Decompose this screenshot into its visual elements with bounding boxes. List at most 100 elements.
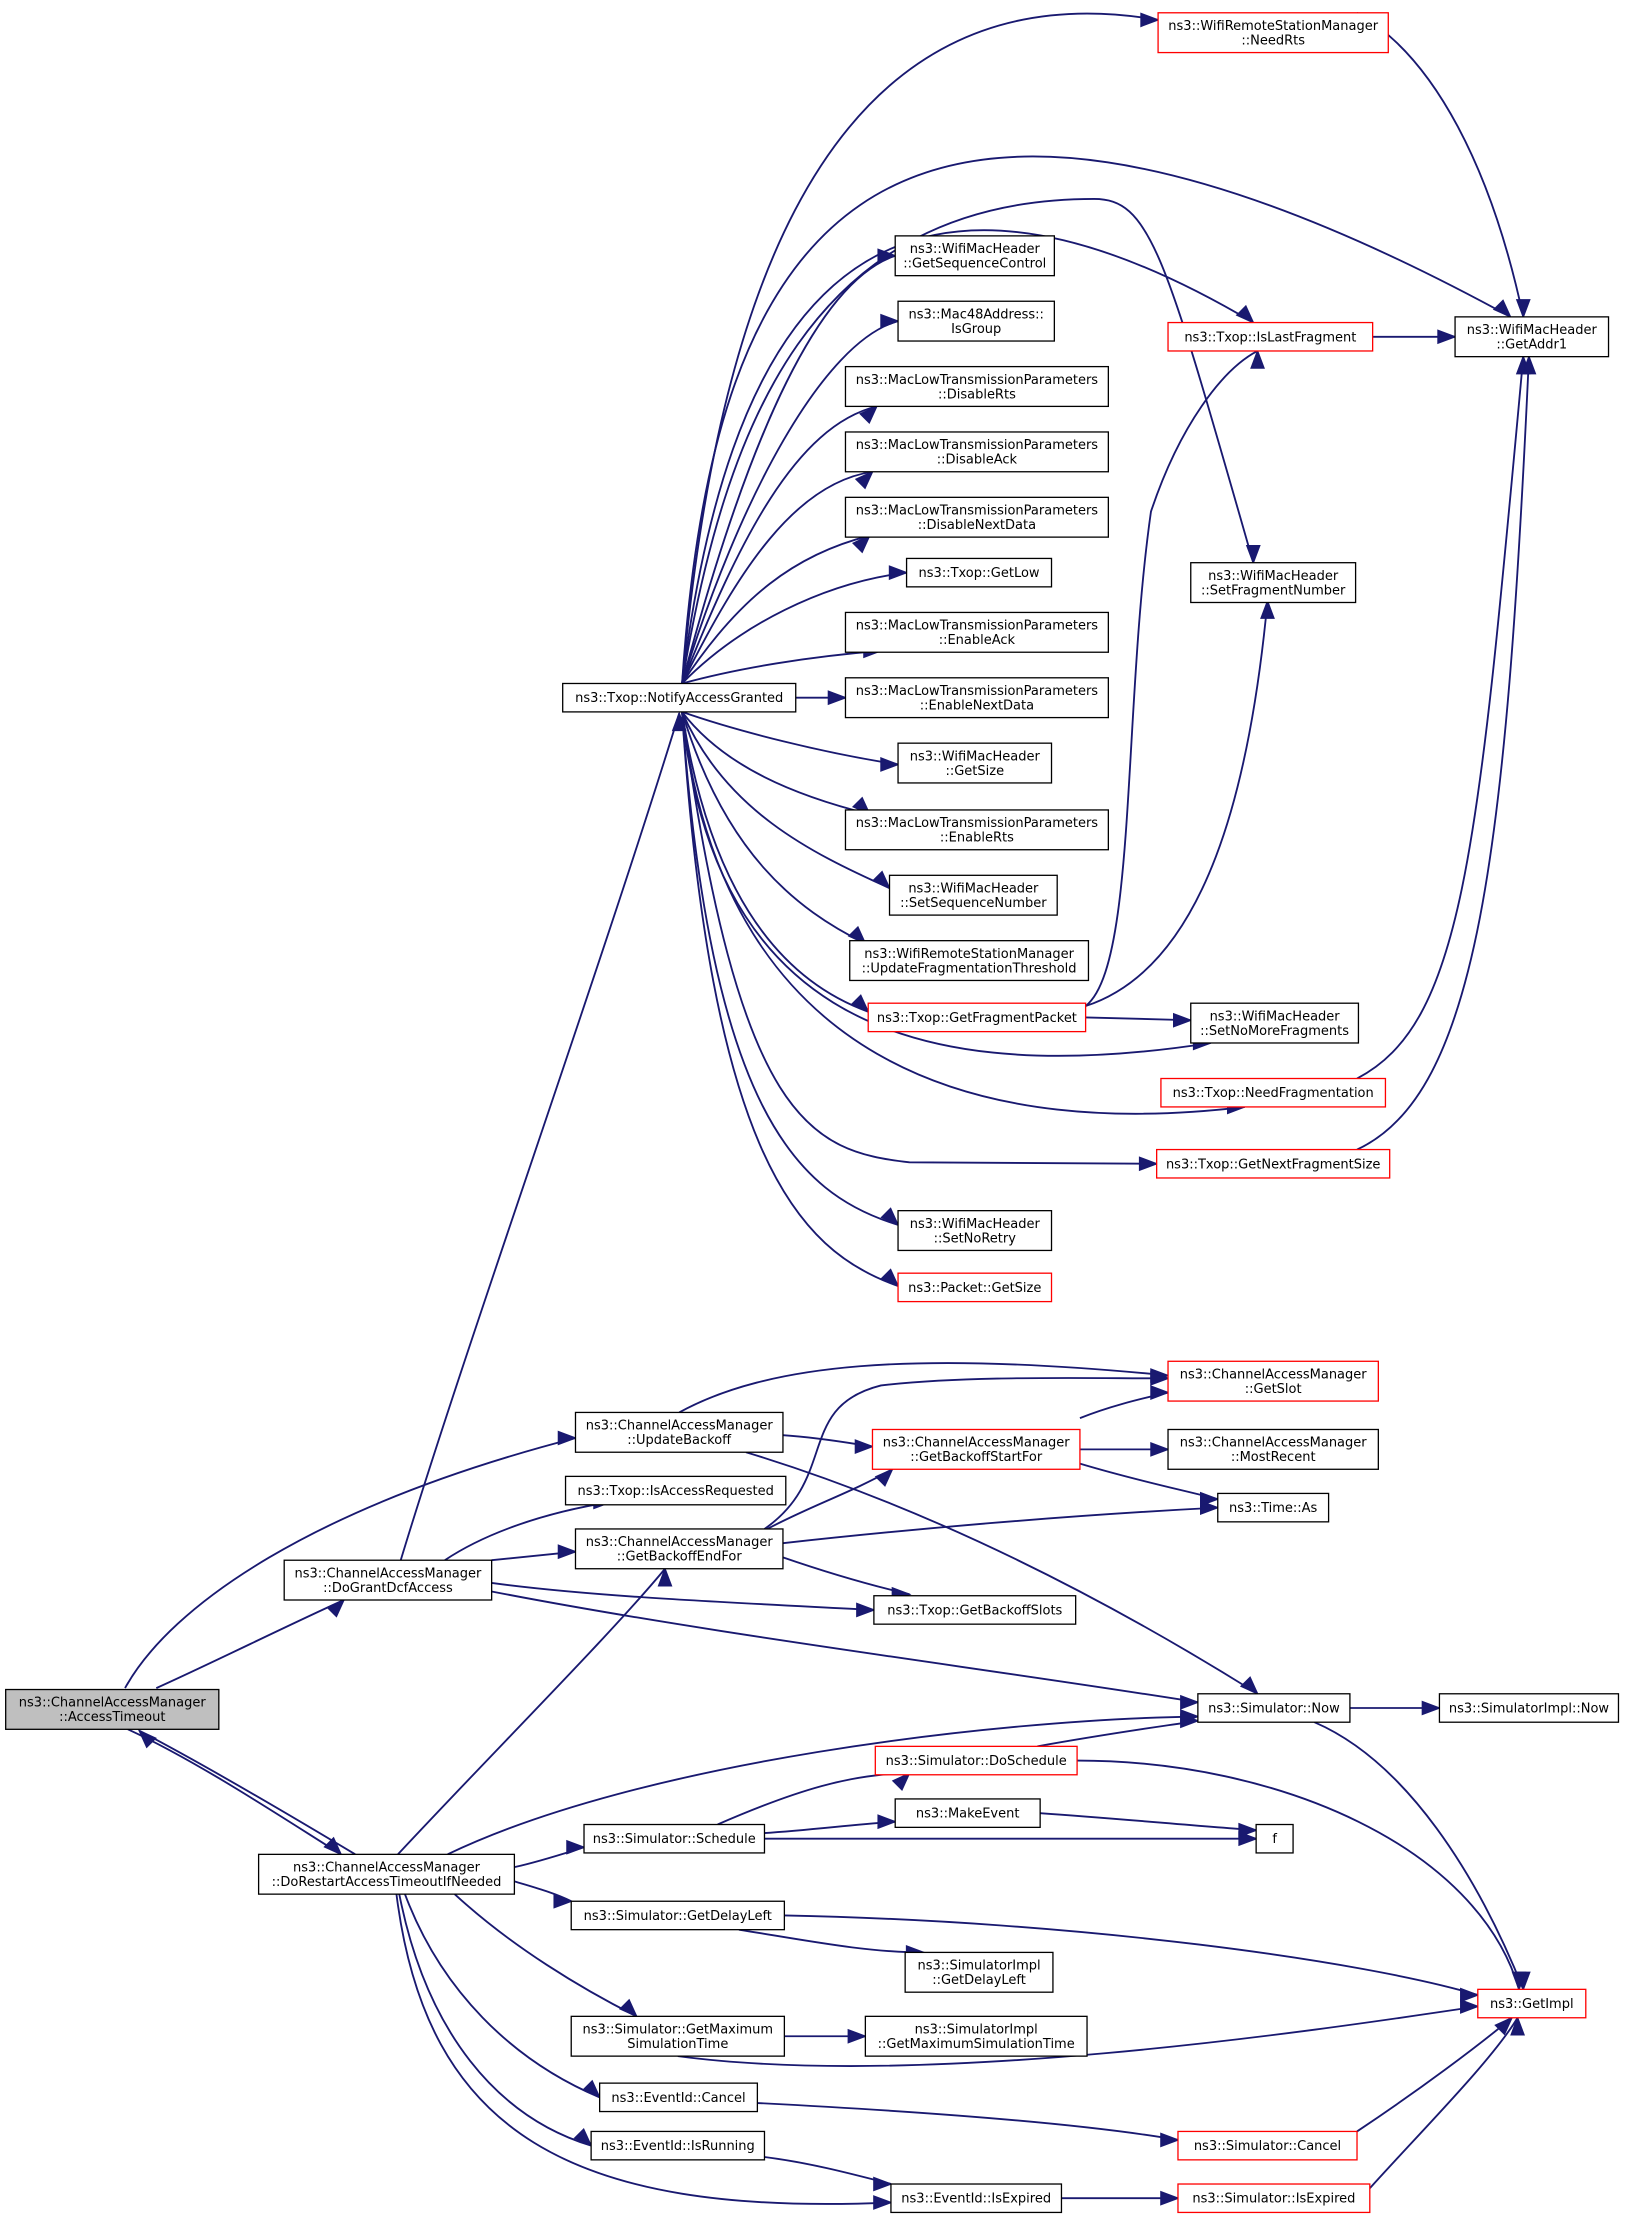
- edge-line: [398, 1893, 592, 2147]
- node-is-group[interactable]: ns3::Mac48Address::IsGroup: [897, 300, 1056, 342]
- node-label-line: ns3::Txop::IsLastFragment: [1184, 330, 1356, 345]
- node-event-is-expired[interactable]: ns3::EventId::IsExpired: [890, 2183, 1063, 2214]
- node-get-backoff-end-for[interactable]: ns3::ChannelAccessManager::GetBackoffEnd…: [574, 1528, 784, 1570]
- node-label-line: ns3::MacLowTransmissionParameters: [856, 438, 1099, 453]
- node-box: [844, 496, 1109, 538]
- node-get-next-fragment-size[interactable]: ns3::Txop::GetNextFragmentSize: [1156, 1148, 1391, 1179]
- call-edge: [155, 1598, 346, 1689]
- node-set-sequence-number[interactable]: ns3::WifiMacHeader::SetSequenceNumber: [888, 874, 1058, 916]
- node-label-line: IsGroup: [951, 322, 1001, 337]
- node-set-no-more-fragments[interactable]: ns3::WifiMacHeader::SetNoMoreFragments: [1190, 1002, 1360, 1044]
- edge-line: [757, 2102, 1179, 2141]
- edge-line: [1356, 356, 1530, 1151]
- node-packet-get-size[interactable]: ns3::Packet::GetSize: [897, 1272, 1053, 1303]
- node-box: [888, 874, 1058, 916]
- call-edge: [514, 1839, 587, 1869]
- node-get-impl[interactable]: ns3::GetImpl: [1477, 1988, 1587, 2019]
- node-label-line: f: [1272, 1832, 1277, 1847]
- call-edge: [491, 1544, 578, 1562]
- node-schedule[interactable]: ns3::Simulator::Schedule: [583, 1823, 766, 1854]
- node-label-line: ::SetNoMoreFragments: [1200, 1024, 1349, 1039]
- node-label-line: ::GetBackoffEndFor: [617, 1550, 743, 1565]
- node-is-access-requested[interactable]: ns3::Txop::IsAccessRequested: [564, 1475, 787, 1506]
- edge-arrowhead: [553, 1893, 574, 1909]
- node-do-schedule[interactable]: ns3::Simulator::DoSchedule: [874, 1745, 1078, 1776]
- call-edges: [124, 11, 1537, 2210]
- node-time-as[interactable]: ns3::Time::As: [1217, 1492, 1330, 1523]
- edge-arrowhead: [1150, 1370, 1171, 1386]
- node-impl-get-delay-left[interactable]: ns3::SimulatorImpl::GetDelayLeft: [904, 1951, 1054, 1993]
- node-box: [564, 1475, 787, 1506]
- node-label-line: ns3::ChannelAccessManager: [1180, 1436, 1368, 1451]
- node-label-line: ns3::WifiMacHeader: [1208, 569, 1339, 584]
- node-label-line: ::GetMaximumSimulationTime: [878, 2037, 1075, 2052]
- node-get-backoff-start-for[interactable]: ns3::ChannelAccessManager::GetBackoffSta…: [871, 1428, 1081, 1470]
- node-access-timeout[interactable]: ns3::ChannelAccessManager::AccessTimeout: [5, 1688, 220, 1730]
- node-get-delay-left[interactable]: ns3::Simulator::GetDelayLeft: [570, 1900, 786, 1931]
- node-get-addr1[interactable]: ns3::WifiMacHeader::GetAddr1: [1454, 316, 1610, 358]
- node-get-maximum-sim-time[interactable]: ns3::Simulator::GetMaximumSimulationTime: [570, 2015, 786, 2057]
- node-set-no-retry[interactable]: ns3::WifiMacHeader::SetNoRetry: [897, 1210, 1053, 1252]
- call-edge: [1372, 329, 1458, 345]
- node-label-line: ::DisableNextData: [918, 518, 1036, 533]
- node-event-cancel[interactable]: ns3::EventId::Cancel: [598, 2082, 759, 2113]
- node-simulator-impl-now[interactable]: ns3::SimulatorImpl::Now: [1438, 1693, 1620, 1723]
- node-simulator-is-expired[interactable]: ns3::Simulator::IsExpired: [1177, 2183, 1371, 2214]
- node-set-fragment-number[interactable]: ns3::WifiMacHeader::SetFragmentNumber: [1190, 562, 1357, 604]
- node-get-low[interactable]: ns3::Txop::GetLow: [905, 557, 1053, 588]
- edge-line: [127, 1728, 342, 1856]
- edge-line: [681, 198, 1255, 684]
- node-simulator-cancel[interactable]: ns3::Simulator::Cancel: [1177, 2130, 1358, 2161]
- node-enable-rts[interactable]: ns3::MacLowTransmissionParameters::Enabl…: [844, 809, 1109, 851]
- node-label-line: ns3::Txop::GetLow: [919, 566, 1040, 581]
- edge-line: [745, 1451, 1259, 1695]
- node-label-line: ::GetSlot: [1245, 1382, 1302, 1397]
- node-get-slot[interactable]: ns3::ChannelAccessManager::GetSlot: [1167, 1360, 1379, 1402]
- node-disable-next-data[interactable]: ns3::MacLowTransmissionParameters::Disab…: [844, 496, 1109, 538]
- node-enable-ack[interactable]: ns3::MacLowTransmissionParameters::Enabl…: [844, 611, 1109, 653]
- node-simulator-now[interactable]: ns3::Simulator::Now: [1197, 1693, 1351, 1723]
- node-box: [844, 365, 1109, 408]
- node-get-sequence-control[interactable]: ns3::WifiMacHeader::GetSequenceControl: [894, 235, 1056, 277]
- call-edge: [681, 565, 909, 685]
- node-box: [570, 2015, 786, 2057]
- node-f[interactable]: f: [1255, 1823, 1294, 1854]
- edge-line: [681, 12, 1159, 684]
- node-update-frag-threshold[interactable]: ns3::WifiRemoteStationManager::UpdateFra…: [849, 940, 1090, 982]
- call-edge: [395, 1894, 893, 2210]
- node-update-backoff[interactable]: ns3::ChannelAccessManager::UpdateBackoff: [574, 1411, 784, 1453]
- edge-line: [1077, 1759, 1520, 1990]
- node-need-rts[interactable]: ns3::WifiRemoteStationManager::NeedRts: [1157, 12, 1389, 54]
- node-enable-next-data[interactable]: ns3::MacLowTransmissionParameters::Enabl…: [844, 677, 1109, 719]
- node-do-grant-dcf-access[interactable]: ns3::ChannelAccessManager::DoGrantDcfAcc…: [283, 1559, 493, 1601]
- call-edge: [1079, 1385, 1171, 1419]
- call-edge: [738, 1928, 926, 1960]
- node-do-restart-access-timeout[interactable]: ns3::ChannelAccessManager::DoRestartAcce…: [257, 1853, 516, 1895]
- node-most-recent[interactable]: ns3::ChannelAccessManager::MostRecent: [1167, 1428, 1379, 1470]
- node-notify-access-granted[interactable]: ns3::Txop::NotifyAccessGranted: [562, 682, 797, 713]
- node-disable-rts[interactable]: ns3::MacLowTransmissionParameters::Disab…: [844, 365, 1109, 408]
- edge-line: [399, 713, 681, 1561]
- node-need-fragmentation[interactable]: ns3::Txop::NeedFragmentation: [1160, 1077, 1387, 1108]
- call-edge: [681, 313, 901, 684]
- node-get-fragment-packet[interactable]: ns3::Txop::GetFragmentPacket: [867, 1002, 1087, 1033]
- edge-line: [681, 320, 899, 684]
- node-label-line: ns3::GetImpl: [1490, 1997, 1574, 2012]
- node-disable-ack[interactable]: ns3::MacLowTransmissionParameters::Disab…: [844, 431, 1109, 473]
- edge-arrowhead: [582, 2079, 602, 2099]
- node-box: [583, 1823, 766, 1854]
- node-impl-get-max-sim-time[interactable]: ns3::SimulatorImpl::GetMaximumSimulation…: [864, 2015, 1088, 2057]
- call-edge: [1061, 2190, 1180, 2206]
- node-get-backoff-slots[interactable]: ns3::Txop::GetBackoffSlots: [873, 1595, 1077, 1625]
- node-is-last-fragment[interactable]: ns3::Txop::IsLastFragment: [1167, 321, 1374, 352]
- node-label-line: ns3::ChannelAccessManager: [293, 1860, 481, 1875]
- node-label-line: ns3::WifiMacHeader: [910, 1217, 1041, 1232]
- edge-arrowhead: [859, 404, 879, 425]
- node-label-line: ns3::MakeEvent: [916, 1807, 1020, 1822]
- node-make-event[interactable]: ns3::MakeEvent: [894, 1798, 1041, 1829]
- edge-line: [678, 1362, 1169, 1414]
- node-label-line: ::GetAddr1: [1496, 338, 1567, 353]
- call-edge: [681, 534, 872, 684]
- node-get-size-hdr[interactable]: ns3::WifiMacHeader::GetSize: [897, 742, 1053, 784]
- node-event-is-running[interactable]: ns3::EventId::IsRunning: [590, 2130, 766, 2161]
